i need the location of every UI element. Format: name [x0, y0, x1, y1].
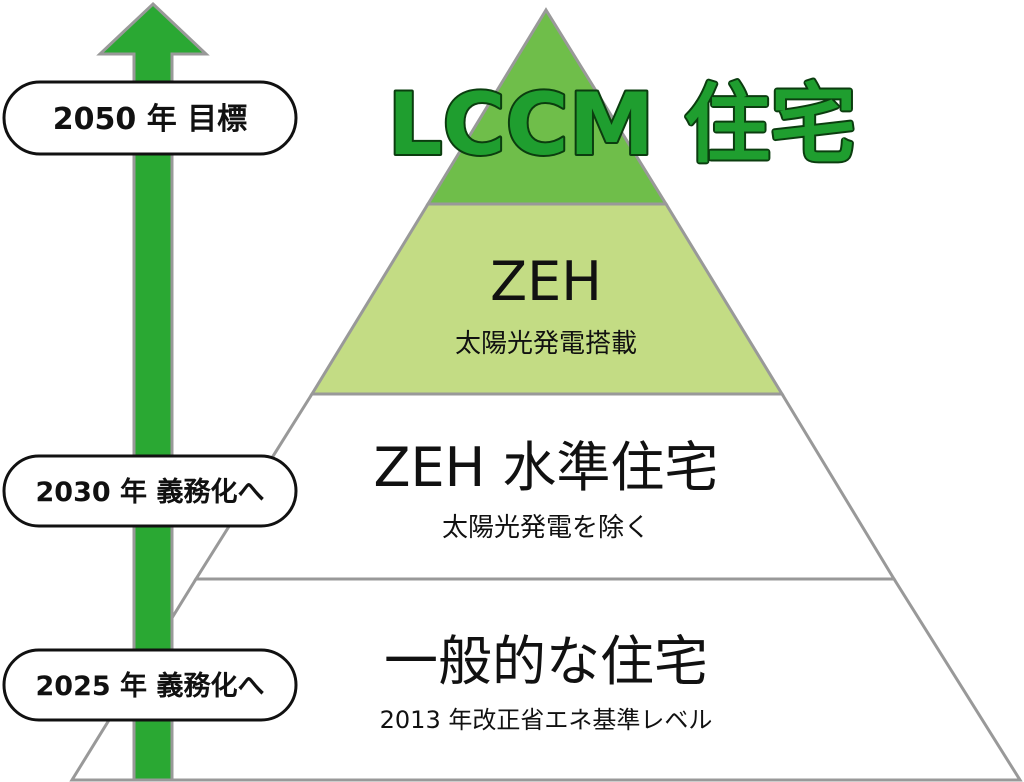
timeline-arrow-icon — [96, 1, 210, 782]
zeh-level-tier-title: ZEH 水準住宅 — [374, 436, 719, 499]
milestone-2050-label: 2050 年 目標 — [53, 102, 247, 137]
milestone-2030-label: 2030 年 義務化へ — [36, 476, 265, 508]
general-tier-title: 一般的な住宅 — [384, 630, 708, 693]
tier-lccm-shape — [425, 7, 669, 206]
milestone-2025: 2025 年 義務化へ — [2, 648, 298, 722]
zeh-level-tier-subtitle: 太陽光発電を除く — [442, 513, 650, 543]
milestone-2025-label: 2025 年 義務化へ — [36, 670, 265, 702]
milestone-2050: 2050 年 目標 — [2, 80, 298, 156]
general-tier-subtitle: 2013 年改正省エネ基準レベル — [380, 706, 713, 734]
zeh-tier-title: ZEH — [490, 250, 602, 313]
zeh-tier-subtitle: 太陽光発電搭載 — [455, 329, 637, 359]
lccm-housing-title: LCCM 住宅 — [388, 75, 857, 175]
milestone-2030: 2030 年 義務化へ — [2, 454, 298, 528]
